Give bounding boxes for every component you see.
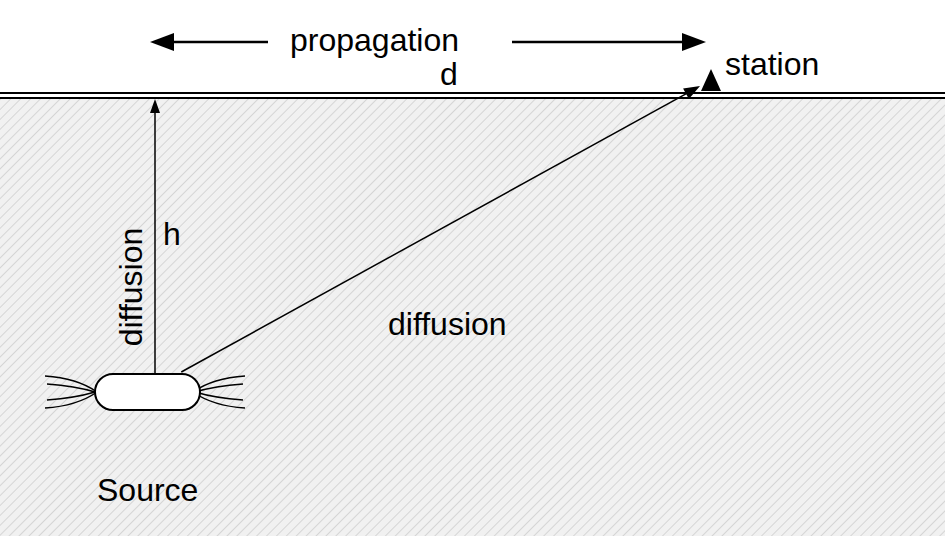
- propagation-label: propagation: [290, 22, 459, 58]
- edge-label: diffusion: [388, 306, 507, 342]
- source-curve: [45, 392, 97, 408]
- source-label: Source: [97, 472, 198, 508]
- depth-arrow: [154, 110, 156, 373]
- arrow-head: [682, 33, 706, 51]
- arrow-head: [150, 99, 160, 113]
- surface-line: [0, 97, 945, 99]
- source-curve: [45, 376, 97, 392]
- source-node: Source: [45, 372, 245, 412]
- surface-line: [0, 92, 945, 94]
- source-curve: [195, 392, 243, 400]
- station-triangle: [701, 69, 721, 91]
- source-curve: [47, 384, 95, 392]
- depth-label: h: [163, 216, 181, 252]
- diffusion-arrow: [181, 86, 700, 372]
- connector-line: [181, 93, 687, 372]
- arrow-head: [150, 33, 174, 51]
- source-capsule: [95, 374, 200, 410]
- arrow-head: [683, 86, 700, 99]
- source-curve: [47, 392, 95, 400]
- source-curve: [195, 384, 243, 392]
- station-node: station: [700, 68, 722, 92]
- diffusion-label: diffusion: [113, 228, 149, 347]
- station-label: station: [725, 46, 819, 82]
- propagation-arrow: [168, 41, 268, 44]
- distance-label: d: [440, 56, 458, 92]
- ground-hatching: [0, 97, 945, 536]
- source-symbol: [45, 372, 245, 412]
- propagation-arrow: [512, 41, 688, 44]
- station-triangle: [700, 68, 722, 92]
